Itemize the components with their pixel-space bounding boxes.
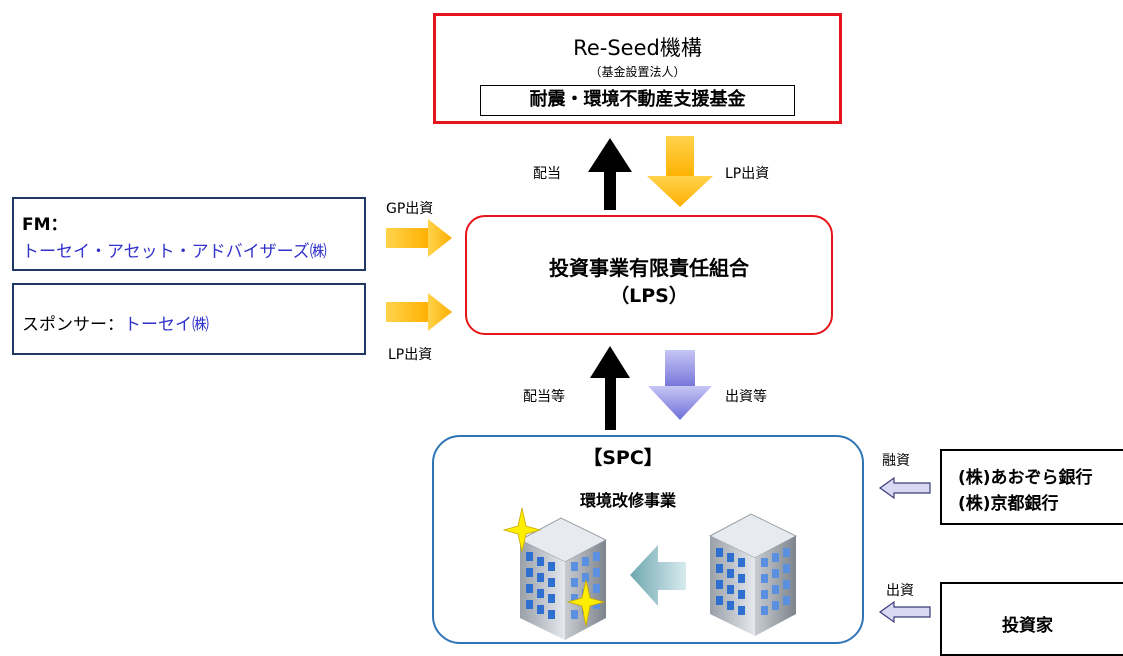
spc-subtitle: 環境改修事業	[579, 491, 676, 510]
reseed-subtitle: （基金設置法人）	[589, 65, 686, 79]
dividend-up-arrow-mid	[590, 346, 630, 430]
fund-name: 耐震・環境不動産支援基金	[480, 85, 795, 116]
bank-aozora: (株)あおぞら銀行	[958, 468, 1093, 488]
sponsor-line: スポンサー：トーセイ㈱	[22, 310, 209, 335]
investment-left-arrow	[878, 600, 931, 624]
lp-investment-down-arrow-top	[647, 136, 713, 207]
flow-label-lp-left: LP出資	[388, 347, 433, 363]
spc-title: 【SPC】	[583, 447, 663, 469]
lps-title: 投資事業有限責任組合	[549, 256, 749, 280]
lps-box: 投資事業有限責任組合 （LPS）	[465, 215, 833, 335]
dividend-up-arrow-top	[588, 138, 632, 210]
lp-investment-right-arrow	[386, 293, 452, 331]
sponsor-name: トーセイ㈱	[124, 315, 209, 335]
banks-box: (株)あおぞら銀行 (株)京都銀行	[940, 449, 1123, 525]
reseed-organization-box: Re-Seed機構 （基金設置法人） 耐震・環境不動産支援基金	[433, 13, 842, 124]
investor-label: 投資家	[1002, 616, 1053, 636]
spc-box: 【SPC】 環境改修事業	[432, 435, 864, 644]
gp-investment-right-arrow	[386, 219, 452, 257]
loan-left-arrow	[878, 476, 931, 500]
fm-box: FM： トーセイ・アセット・アドバイザーズ㈱	[12, 197, 366, 271]
flow-label-loan: 融資	[882, 453, 910, 469]
sponsor-box: スポンサー：トーセイ㈱	[12, 283, 366, 355]
sponsor-label: スポンサー：	[22, 315, 124, 335]
investment-down-arrow-mid	[648, 350, 712, 420]
flow-label-investment-bottom: 出資	[886, 583, 914, 599]
flow-label-investment-mid: 出資等	[725, 389, 767, 405]
flow-label-dividend-top: 配当	[533, 166, 561, 182]
fm-name: トーセイ・アセット・アドバイザーズ㈱	[22, 242, 327, 262]
flow-label-dividend-mid: 配当等	[523, 389, 565, 405]
sparkle-icon	[502, 507, 606, 627]
original-building-icon	[708, 513, 798, 636]
investor-box: 投資家	[940, 582, 1123, 656]
reseed-title: Re-Seed機構	[573, 36, 702, 60]
lps-abbreviation: （LPS）	[610, 285, 688, 307]
renovation-left-arrow	[630, 545, 686, 606]
flow-label-lp-top: LP出資	[725, 166, 770, 182]
fm-label: FM：	[22, 215, 68, 235]
flow-label-gp: GP出資	[386, 201, 434, 217]
bank-kyoto: (株)京都銀行	[958, 494, 1059, 514]
